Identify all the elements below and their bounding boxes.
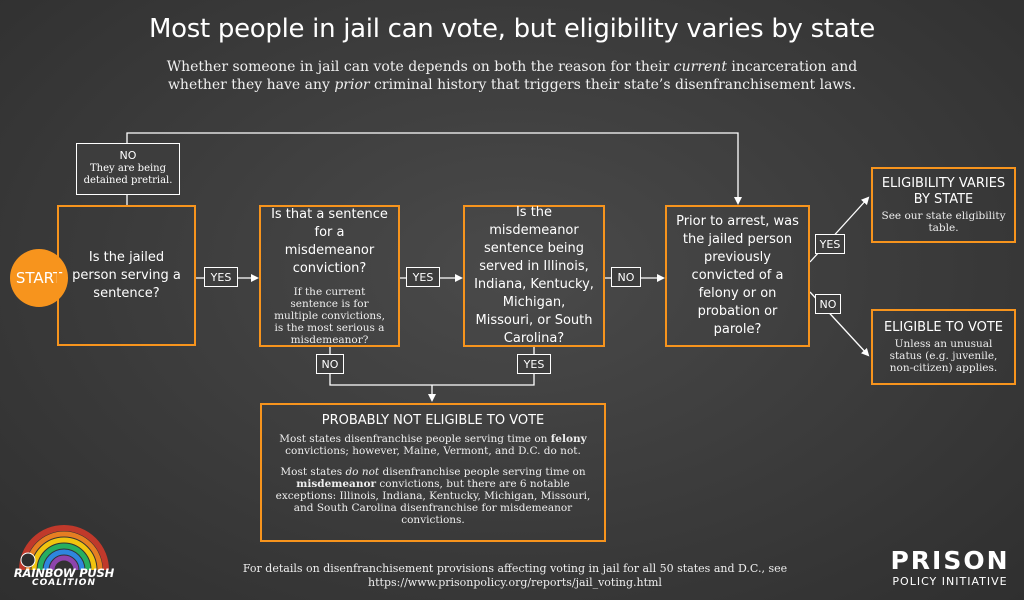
edge-label-q3-yes: YES <box>517 354 551 374</box>
outcome-eligible: ELIGIBLE TO VOTE Unless an unusual statu… <box>871 309 1016 385</box>
outcome-text: Unless an unusual status (e.g. juvenile,… <box>889 338 998 374</box>
question-text: Is the misdemeanor sentence being served… <box>474 205 594 346</box>
footer-text: For details on disenfranchisement provis… <box>242 562 788 575</box>
subtitle: Whether someone in jail can vote depends… <box>166 59 858 93</box>
outcome-text: See our state eligibility table. <box>881 210 1006 234</box>
page-title: Most people in jail can vote, but eligib… <box>149 14 875 44</box>
rainbow-push-wordmark: RAINBOW PUSH COALITION <box>13 566 115 588</box>
footer-url[interactable]: https://www.prisonpolicy.org/reports/jai… <box>368 576 662 589</box>
edge-label-q4-yes: YES <box>815 234 845 254</box>
edge-label-q2-no: NO <box>316 354 344 374</box>
question-note: If the current sentence is for multiple … <box>274 286 385 346</box>
prison-policy-wordmark-top: PRISON <box>890 546 1010 575</box>
pretrial-no-text: They are being detained pretrial. <box>83 163 173 186</box>
question-prior-conviction: Prior to arrest, was the jailed person p… <box>665 205 810 347</box>
rainbow-push-logo: RAINBOW PUSH COALITION <box>8 518 128 594</box>
outcome-text: Most states disenfranchise people servin… <box>272 433 594 526</box>
arrow-pretrial-q4 <box>126 132 742 205</box>
question-state: Is the misdemeanor sentence being served… <box>463 205 605 347</box>
outcome-title: ELIGIBLE TO VOTE <box>883 320 1004 335</box>
prison-policy-wordmark-bottom: POLICY INITIATIVE <box>892 575 1008 588</box>
edge-label-q1-yes: YES <box>204 267 238 287</box>
edge-label-q2-yes: YES <box>406 267 440 287</box>
edge-label-q3-no: NO <box>611 267 641 287</box>
question-text: Prior to arrest, was the jailed person p… <box>676 214 799 337</box>
outcome-eligibility-varies: ELIGIBILITY VARIES BY STATE See our stat… <box>871 167 1016 243</box>
outcome-not-eligible: PROBABLY NOT ELIGIBLE TO VOTE Most state… <box>260 403 606 542</box>
prison-policy-logo: PRISON POLICY INITIATIVE <box>880 548 1020 598</box>
edge-label-q4-no: NO <box>815 294 841 314</box>
footer-note: For details on disenfranchisement provis… <box>230 562 800 590</box>
question-text: Is the jailed person serving a sentence? <box>72 249 181 301</box>
question-text: Is that a sentence for a misdemeanor con… <box>271 207 388 276</box>
outcome-title: PROBABLY NOT ELIGIBLE TO VOTE <box>321 413 545 428</box>
paragraph-felony: Most states disenfranchise people servin… <box>279 433 587 457</box>
rainbow-icon <box>19 525 109 571</box>
question-serving-sentence: Is the jailed person serving a sentence? <box>57 205 196 346</box>
pretrial-no-label: NO They are being detained pretrial. <box>76 143 180 195</box>
pretrial-no-title: NO <box>119 149 137 162</box>
arrow-q2-no <box>329 347 535 386</box>
question-misdemeanor: Is that a sentence for a misdemeanor con… <box>259 205 400 347</box>
paragraph-misdemeanor: Most states do not disenfranchise people… <box>275 466 591 526</box>
outcome-title: ELIGIBILITY VARIES BY STATE <box>881 176 1006 207</box>
